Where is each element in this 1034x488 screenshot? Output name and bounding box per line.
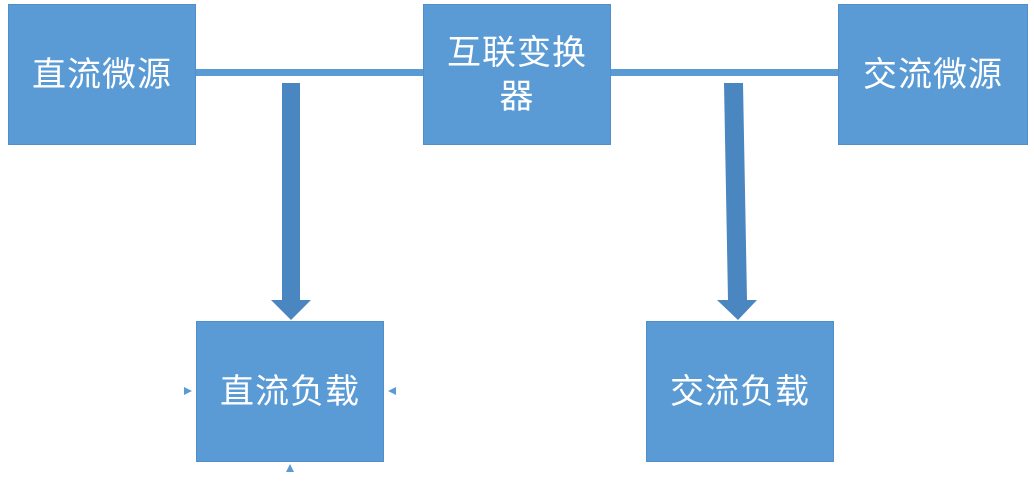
node-dc-source: 直流微源 (8, 4, 196, 145)
node-label: 交流微源 (863, 54, 1003, 95)
bottom-tick-icon (286, 464, 294, 472)
arrow-shaft (282, 83, 300, 301)
bus-line-dc-to-converter (196, 69, 423, 76)
right-tick-icon (388, 387, 396, 395)
arrow-shaft (724, 83, 747, 300)
node-interconnect-converter: 互联变换器 (423, 4, 611, 145)
arrow-dc-source-to-dc-load (271, 83, 311, 320)
node-label: 交流负载 (670, 371, 810, 412)
arrow-ac-source-to-ac-load (717, 83, 757, 320)
bus-line-converter-to-ac (611, 69, 838, 76)
node-ac-source: 交流微源 (838, 4, 1028, 145)
node-label: 互联变换器 (447, 32, 587, 117)
node-ac-load: 交流负载 (646, 321, 834, 462)
node-label: 直流负载 (220, 371, 360, 412)
arrow-head (271, 300, 311, 320)
dc-load-connector-marks (184, 387, 396, 472)
left-tick-icon (184, 387, 192, 395)
node-label: 直流微源 (32, 54, 172, 95)
node-dc-load: 直流负载 (196, 321, 384, 462)
arrow-head (717, 300, 757, 320)
